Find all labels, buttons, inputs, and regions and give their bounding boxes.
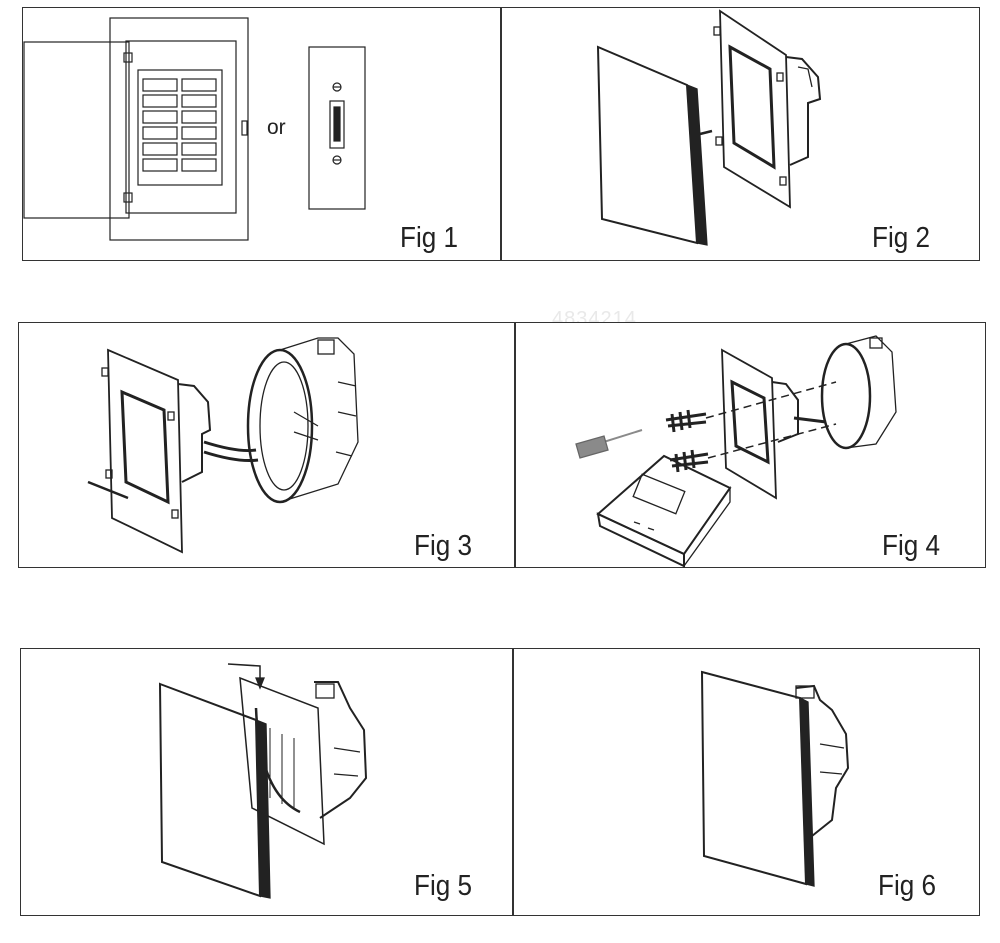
fig-3-drawing (87, 337, 359, 554)
fig-1-drawing (23, 17, 366, 241)
mounting-plate (239, 676, 325, 846)
row-3-divider (512, 648, 514, 916)
fig-2-label: Fig 2 (872, 222, 931, 254)
mounting-plate (721, 348, 777, 500)
switch-body (314, 681, 368, 819)
breaker-panel-door (23, 41, 130, 219)
junction-box (820, 342, 872, 450)
fig-5-label: Fig 5 (414, 870, 473, 902)
fig-1-label: Fig 1 (400, 222, 459, 254)
switch-body (795, 684, 850, 837)
arrow-icon (227, 663, 261, 682)
wall-anchors (665, 409, 709, 473)
row-2-divider (514, 322, 516, 568)
mounting-plate (719, 9, 791, 209)
mounting-plate (107, 348, 183, 554)
breaker-switches (142, 78, 217, 172)
switch-cover (596, 45, 699, 245)
breaker-panel-box (109, 17, 249, 241)
fig-5-drawing (158, 663, 368, 899)
fig-1-or-label: or (267, 116, 286, 139)
fig-6-drawing (700, 670, 850, 887)
switch-cover (700, 670, 808, 886)
switch-body (785, 56, 822, 166)
switch-back-module (596, 454, 732, 556)
fig-4-label: Fig 4 (882, 530, 941, 562)
fig-4-drawing (575, 335, 897, 568)
junction-box (246, 348, 314, 504)
switch-cover (158, 682, 262, 898)
fig-6-label: Fig 6 (878, 870, 937, 902)
fig-2-drawing (596, 9, 822, 246)
fig-3-label: Fig 3 (414, 530, 473, 562)
switch-body (177, 383, 212, 483)
wall-switch-plate (308, 46, 366, 210)
figure-row-3 (20, 648, 980, 916)
connection-wires (203, 440, 257, 452)
screwdriver-icon (575, 429, 643, 459)
row-1-divider (500, 7, 502, 261)
